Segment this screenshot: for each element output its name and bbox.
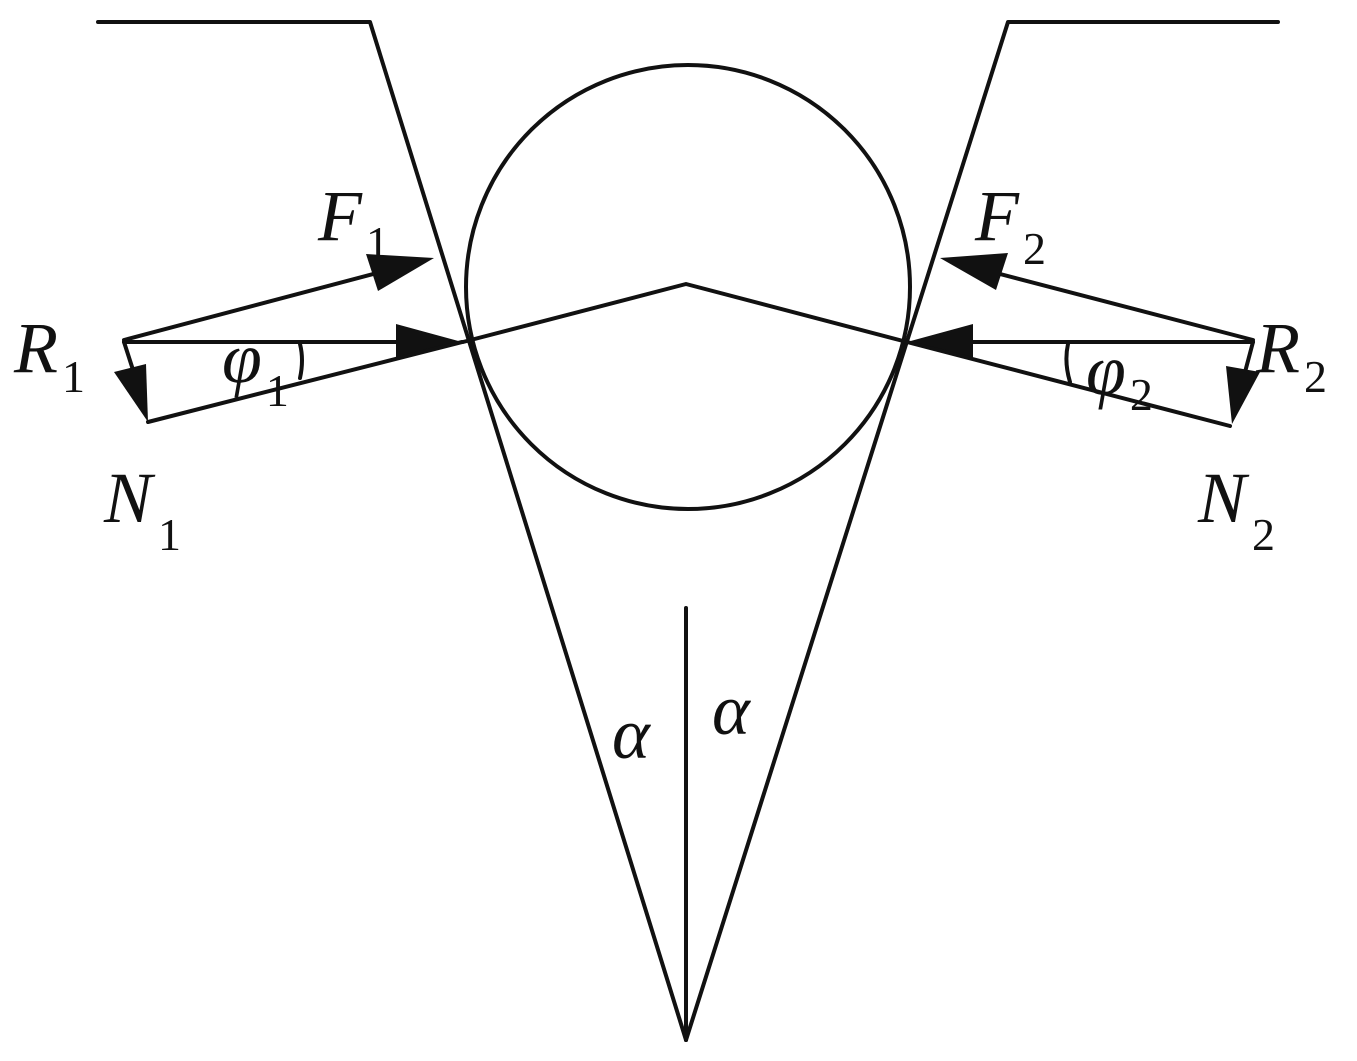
force-f1-arrowhead <box>366 254 434 291</box>
cylinder <box>464 63 912 511</box>
label-phi1: φ1 <box>222 318 289 416</box>
force-f2-arrowhead <box>940 253 1008 290</box>
v-block-right-side <box>684 20 1280 1042</box>
right-force-triangle <box>905 253 1260 428</box>
label-f2: F2 <box>974 176 1046 274</box>
force-n2-arrowhead <box>1226 366 1260 424</box>
label-r2: R2 <box>1255 308 1327 402</box>
contact-radii <box>461 282 909 344</box>
label-r1: R1 <box>13 308 85 402</box>
left-force-triangle <box>114 254 464 424</box>
label-phi2: φ2 <box>1086 330 1153 420</box>
v-block <box>96 20 1280 1042</box>
force-n1-arrowhead <box>114 364 148 422</box>
label-alpha-left: α <box>612 694 651 774</box>
label-f1: F1 <box>317 176 389 268</box>
angle-phi2-arc <box>1064 342 1072 384</box>
force-r1-resultant-line <box>146 340 464 424</box>
force-r2-arrowhead <box>907 324 973 360</box>
force-f1-line <box>122 261 417 342</box>
force-f2-line <box>956 261 1255 342</box>
force-r1-arrowhead <box>396 324 462 360</box>
label-alpha-right: α <box>712 670 751 750</box>
v-block-left-side <box>96 20 688 1042</box>
angle-phi1-arc <box>298 342 304 380</box>
force-r2-resultant-line <box>905 340 1232 428</box>
